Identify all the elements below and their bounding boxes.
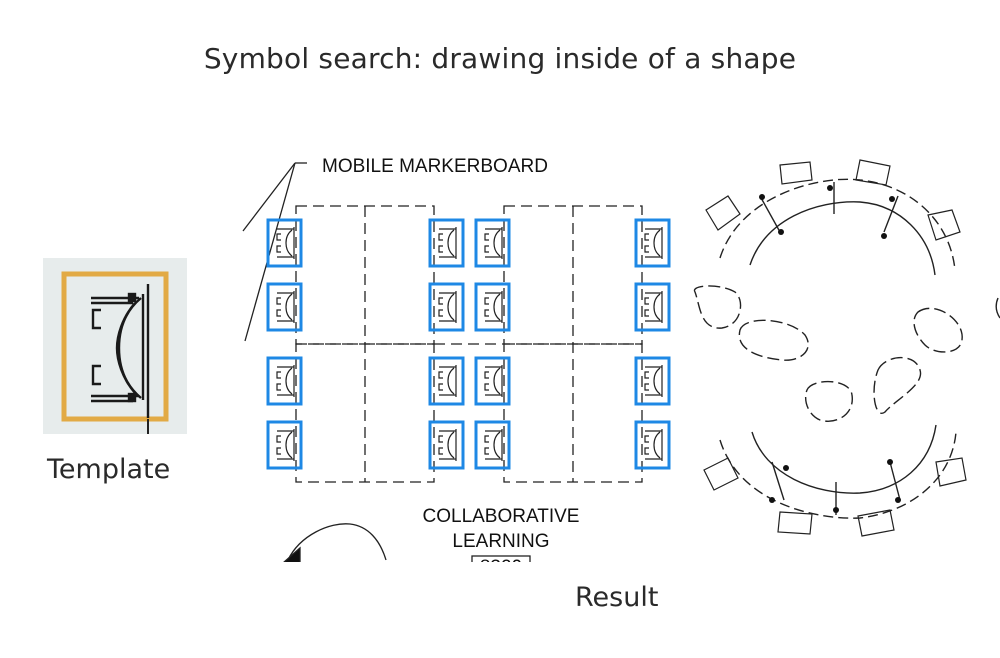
door-swing-arc (281, 523, 387, 564)
desk-chair-symbol-icon (644, 365, 663, 397)
match-box-icon (634, 420, 671, 470)
match-box-icon (428, 282, 465, 332)
match-result-2 (266, 282, 303, 332)
desk-chair-symbol-icon (276, 365, 295, 397)
desk-chair-symbol-icon (644, 227, 663, 259)
match-box-icon (634, 218, 671, 268)
match-box-icon (634, 282, 671, 332)
match-box-icon (474, 420, 511, 470)
page-title: Symbol search: drawing inside of a shape (203, 42, 797, 75)
match-result-14 (634, 282, 671, 332)
match-result-4 (266, 420, 303, 470)
result-label: Result (575, 582, 659, 613)
match-result-5 (428, 218, 465, 268)
match-box-icon (266, 282, 303, 332)
match-box-icon (428, 356, 465, 406)
desk-chair-symbol-icon (484, 365, 503, 397)
match-result-3 (266, 356, 303, 406)
desk-chair-symbol-icon (276, 227, 295, 259)
template-label: Template (47, 454, 171, 485)
desk-chair-symbol-icon (644, 291, 663, 323)
match-result-12 (474, 420, 511, 470)
desk-chair-symbol-icon (438, 365, 457, 397)
match-result-13 (634, 218, 671, 268)
match-result-8 (428, 420, 465, 470)
desk-chair-symbol-icon (484, 227, 503, 259)
desk-chair-symbol-icon (438, 227, 457, 259)
room-label-line2: LEARNING (452, 531, 549, 552)
match-box-icon (474, 282, 511, 332)
match-result-1 (266, 218, 303, 268)
match-result-11 (474, 356, 511, 406)
callout-label: MOBILE MARKERBOARD (322, 156, 548, 177)
desk-chair-symbol-icon (276, 291, 295, 323)
room-label-line1: COLLABORATIVE (423, 506, 580, 527)
match-box-icon (428, 218, 465, 268)
template-symbol-icon (61, 271, 169, 434)
crop-mask (240, 562, 740, 602)
match-box-icon (634, 356, 671, 406)
template-desk-chair-drawing (91, 284, 150, 418)
desk-chair-symbol-icon (438, 429, 457, 461)
match-result-16 (634, 420, 671, 470)
match-box-icon (474, 218, 511, 268)
template-highlight-box (61, 271, 169, 422)
match-result-15 (634, 356, 671, 406)
desk-chair-symbol-icon (438, 291, 457, 323)
desk-chair-symbol-icon (644, 429, 663, 461)
desk-chair-symbol-icon (484, 291, 503, 323)
match-box-icon (266, 356, 303, 406)
match-result-10 (474, 282, 511, 332)
match-box-icon (474, 356, 511, 406)
table-outlines (295, 205, 643, 483)
match-box-icon (266, 218, 303, 268)
curved-desk-clusters (693, 159, 1000, 537)
desk-chair-symbol-icon (276, 429, 295, 461)
template-panel (43, 258, 187, 434)
match-box-icon (266, 420, 303, 470)
match-result-6 (428, 282, 465, 332)
match-results (266, 218, 671, 470)
match-result-9 (474, 218, 511, 268)
match-box-icon (428, 420, 465, 470)
callout-leader-lines (242, 162, 307, 342)
desk-chair-symbol-icon (484, 429, 503, 461)
match-result-7 (428, 356, 465, 406)
